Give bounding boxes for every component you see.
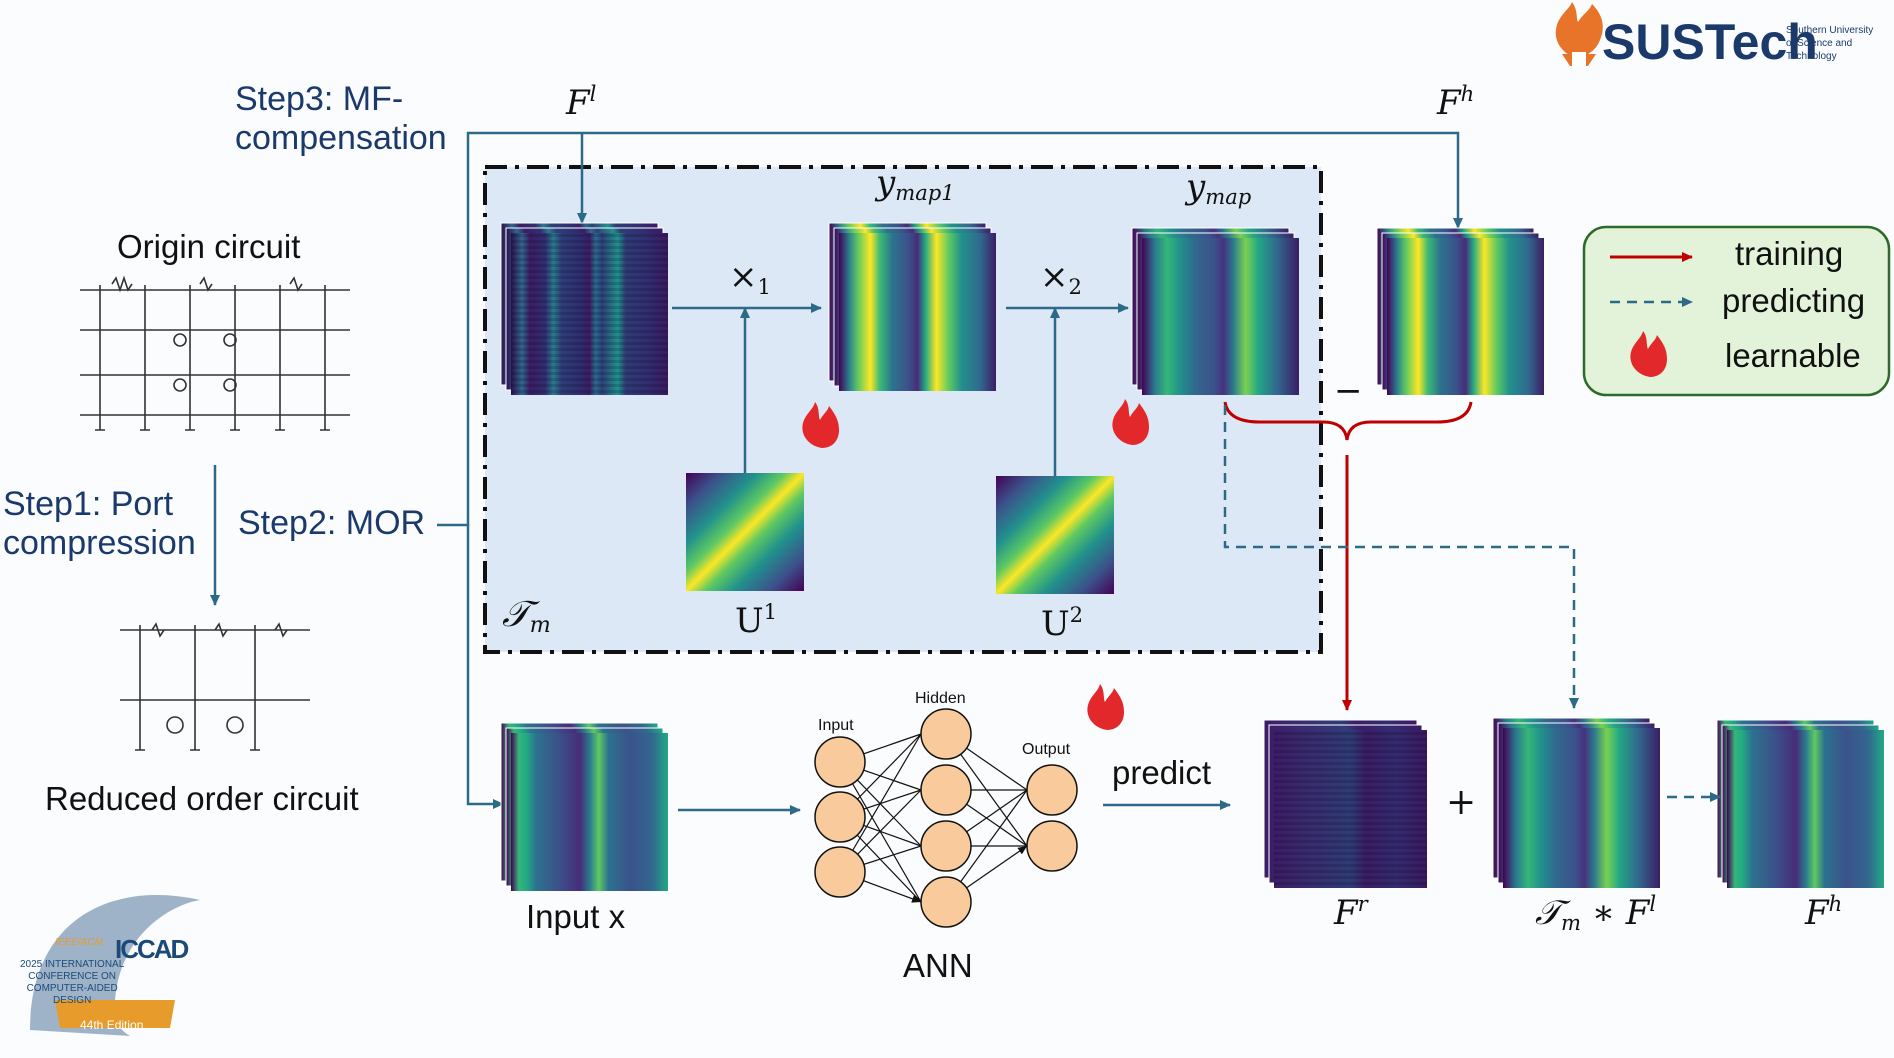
- origin-circuit-schematic: [80, 275, 350, 431]
- sustech-wordmark: SUSTech: [1602, 14, 1818, 70]
- ymap1-y: y: [876, 163, 896, 203]
- step2-connector: [437, 131, 1463, 527]
- fh-top-sup: h: [1460, 81, 1475, 106]
- tm-fl-F: F: [1625, 893, 1650, 934]
- step3-line1: Step3: MF-: [235, 80, 404, 118]
- plus-label: +: [1446, 782, 1477, 823]
- fh-top-F: F: [1437, 83, 1461, 124]
- iccad-acronym: ICCAD: [115, 934, 189, 964]
- tm-fl-label: 𝒯m ∗ Fl: [1535, 891, 1657, 935]
- fr-label: Fr: [1334, 891, 1368, 934]
- iccad-logo: [30, 895, 200, 1036]
- ann-hidden-label: Hidden: [915, 690, 966, 707]
- sustech-subtitle: Southern University of Science and Techn…: [1786, 24, 1873, 63]
- step3-label: Step3: MF- compensation: [235, 80, 447, 158]
- u2-sup: 2: [1069, 602, 1084, 627]
- tm-fl-sub: m: [1561, 909, 1582, 935]
- fh-bottom-sup: h: [1828, 891, 1843, 916]
- u1-matrix: [686, 473, 804, 591]
- tm-sub: m: [529, 612, 551, 639]
- predict-label: predict: [1112, 754, 1212, 791]
- times2-sub: 2: [1068, 273, 1082, 299]
- input-x-label: Input x: [526, 898, 626, 935]
- minus-label: −: [1334, 371, 1363, 411]
- ymap1-heatmap: [828, 222, 996, 391]
- predicting-dashed-arrow: [1223, 405, 1579, 709]
- step3-line2: compensation: [235, 119, 447, 158]
- sustech-subtitle-line1: Southern University: [1786, 25, 1874, 36]
- ymap1-label: ymap1: [876, 163, 955, 205]
- times1-sym: ×: [729, 257, 758, 297]
- ann-network: [814, 708, 1078, 928]
- fr-F: F: [1334, 893, 1358, 934]
- iccad-line4: DESIGN: [52, 995, 92, 1006]
- iccad-line2: CONFERENCE ON: [28, 971, 117, 982]
- times2-sym: ×: [1040, 257, 1069, 297]
- ymap-y: y: [1186, 167, 1206, 207]
- tm-fl-heatmap: [1492, 717, 1660, 888]
- iccad-text: 2025 INTERNATIONAL CONFERENCE ON COMPUTE…: [20, 959, 124, 1007]
- ann-output-label: Output: [1022, 741, 1071, 758]
- fh-top-label: Fh: [1437, 81, 1475, 124]
- ymap-sub: map: [1205, 183, 1252, 209]
- u2-label: U2: [1041, 602, 1084, 645]
- fl-top-sup: l: [589, 81, 597, 106]
- step3-to-input-arrow: [466, 525, 504, 809]
- flame-icon-legend: [1630, 331, 1667, 377]
- fl-top-label: Fl: [566, 81, 597, 124]
- fh-bottom-F: F: [1805, 893, 1829, 934]
- step1-line1: Step1: Port: [3, 485, 174, 523]
- flame-icon-u2: [1112, 399, 1149, 445]
- step1-line2: compression: [3, 524, 196, 563]
- flame-icon-u1: [802, 402, 839, 448]
- step1-label: Step1: Port compression: [3, 485, 196, 563]
- u2-U: U: [1041, 604, 1070, 645]
- fh-top-heatmap: [1376, 227, 1544, 395]
- fl-heatmap: [500, 222, 668, 395]
- ann-label: ANN: [903, 947, 973, 984]
- fr-heatmap: [1263, 719, 1427, 888]
- iccad-org: IEEE/ACM: [55, 937, 103, 948]
- iccad-line3: COMPUTER-AIDED: [26, 983, 118, 994]
- times1-sub: 1: [757, 273, 771, 299]
- times2-label: ×2: [1040, 257, 1082, 299]
- legend-predicting-label: predicting: [1722, 282, 1866, 319]
- tm-T: 𝒯: [502, 594, 530, 635]
- tm-label: 𝒯m: [502, 594, 551, 639]
- step2-label: Step2: MOR: [238, 504, 426, 542]
- times1-label: ×1: [729, 257, 771, 299]
- ann-input-label: Input: [818, 717, 854, 734]
- flame-icon-ann: [1087, 684, 1124, 730]
- origin-circuit-label: Origin circuit: [117, 228, 301, 265]
- ymap1-sub: map1: [895, 179, 955, 205]
- sustech-subtitle-line3: Technology: [1786, 51, 1837, 62]
- fl-top-F: F: [566, 83, 590, 124]
- u1-label: U1: [735, 599, 778, 642]
- fr-sup: r: [1357, 891, 1368, 916]
- tm-fl-sup: l: [1649, 891, 1657, 916]
- ymap-label: ymap: [1186, 167, 1252, 209]
- ymap-heatmap: [1131, 227, 1299, 395]
- tm-fl-T: 𝒯: [1535, 893, 1562, 934]
- reduced-circuit-schematic: [120, 622, 310, 751]
- legend-learnable-label: learnable: [1725, 337, 1861, 374]
- fh-bottom-label: Fh: [1805, 891, 1843, 934]
- fh-output-heatmap: [1716, 719, 1884, 888]
- sustech-torch-icon: [1555, 2, 1603, 66]
- iccad-edition: 44th Edition: [80, 1018, 144, 1032]
- u1-U: U: [735, 601, 764, 642]
- input-x-heatmap: [500, 722, 668, 891]
- difference-brace: [1223, 401, 1473, 441]
- u1-sup: 1: [763, 599, 778, 624]
- legend-training-label: training: [1735, 235, 1844, 272]
- reduced-circuit-label: Reduced order circuit: [45, 780, 359, 817]
- tm-fl-star: ∗: [1581, 893, 1626, 934]
- iccad-line1: 2025 INTERNATIONAL: [20, 959, 125, 970]
- sustech-subtitle-line2: of Science and: [1786, 38, 1853, 49]
- u2-matrix: [996, 476, 1114, 594]
